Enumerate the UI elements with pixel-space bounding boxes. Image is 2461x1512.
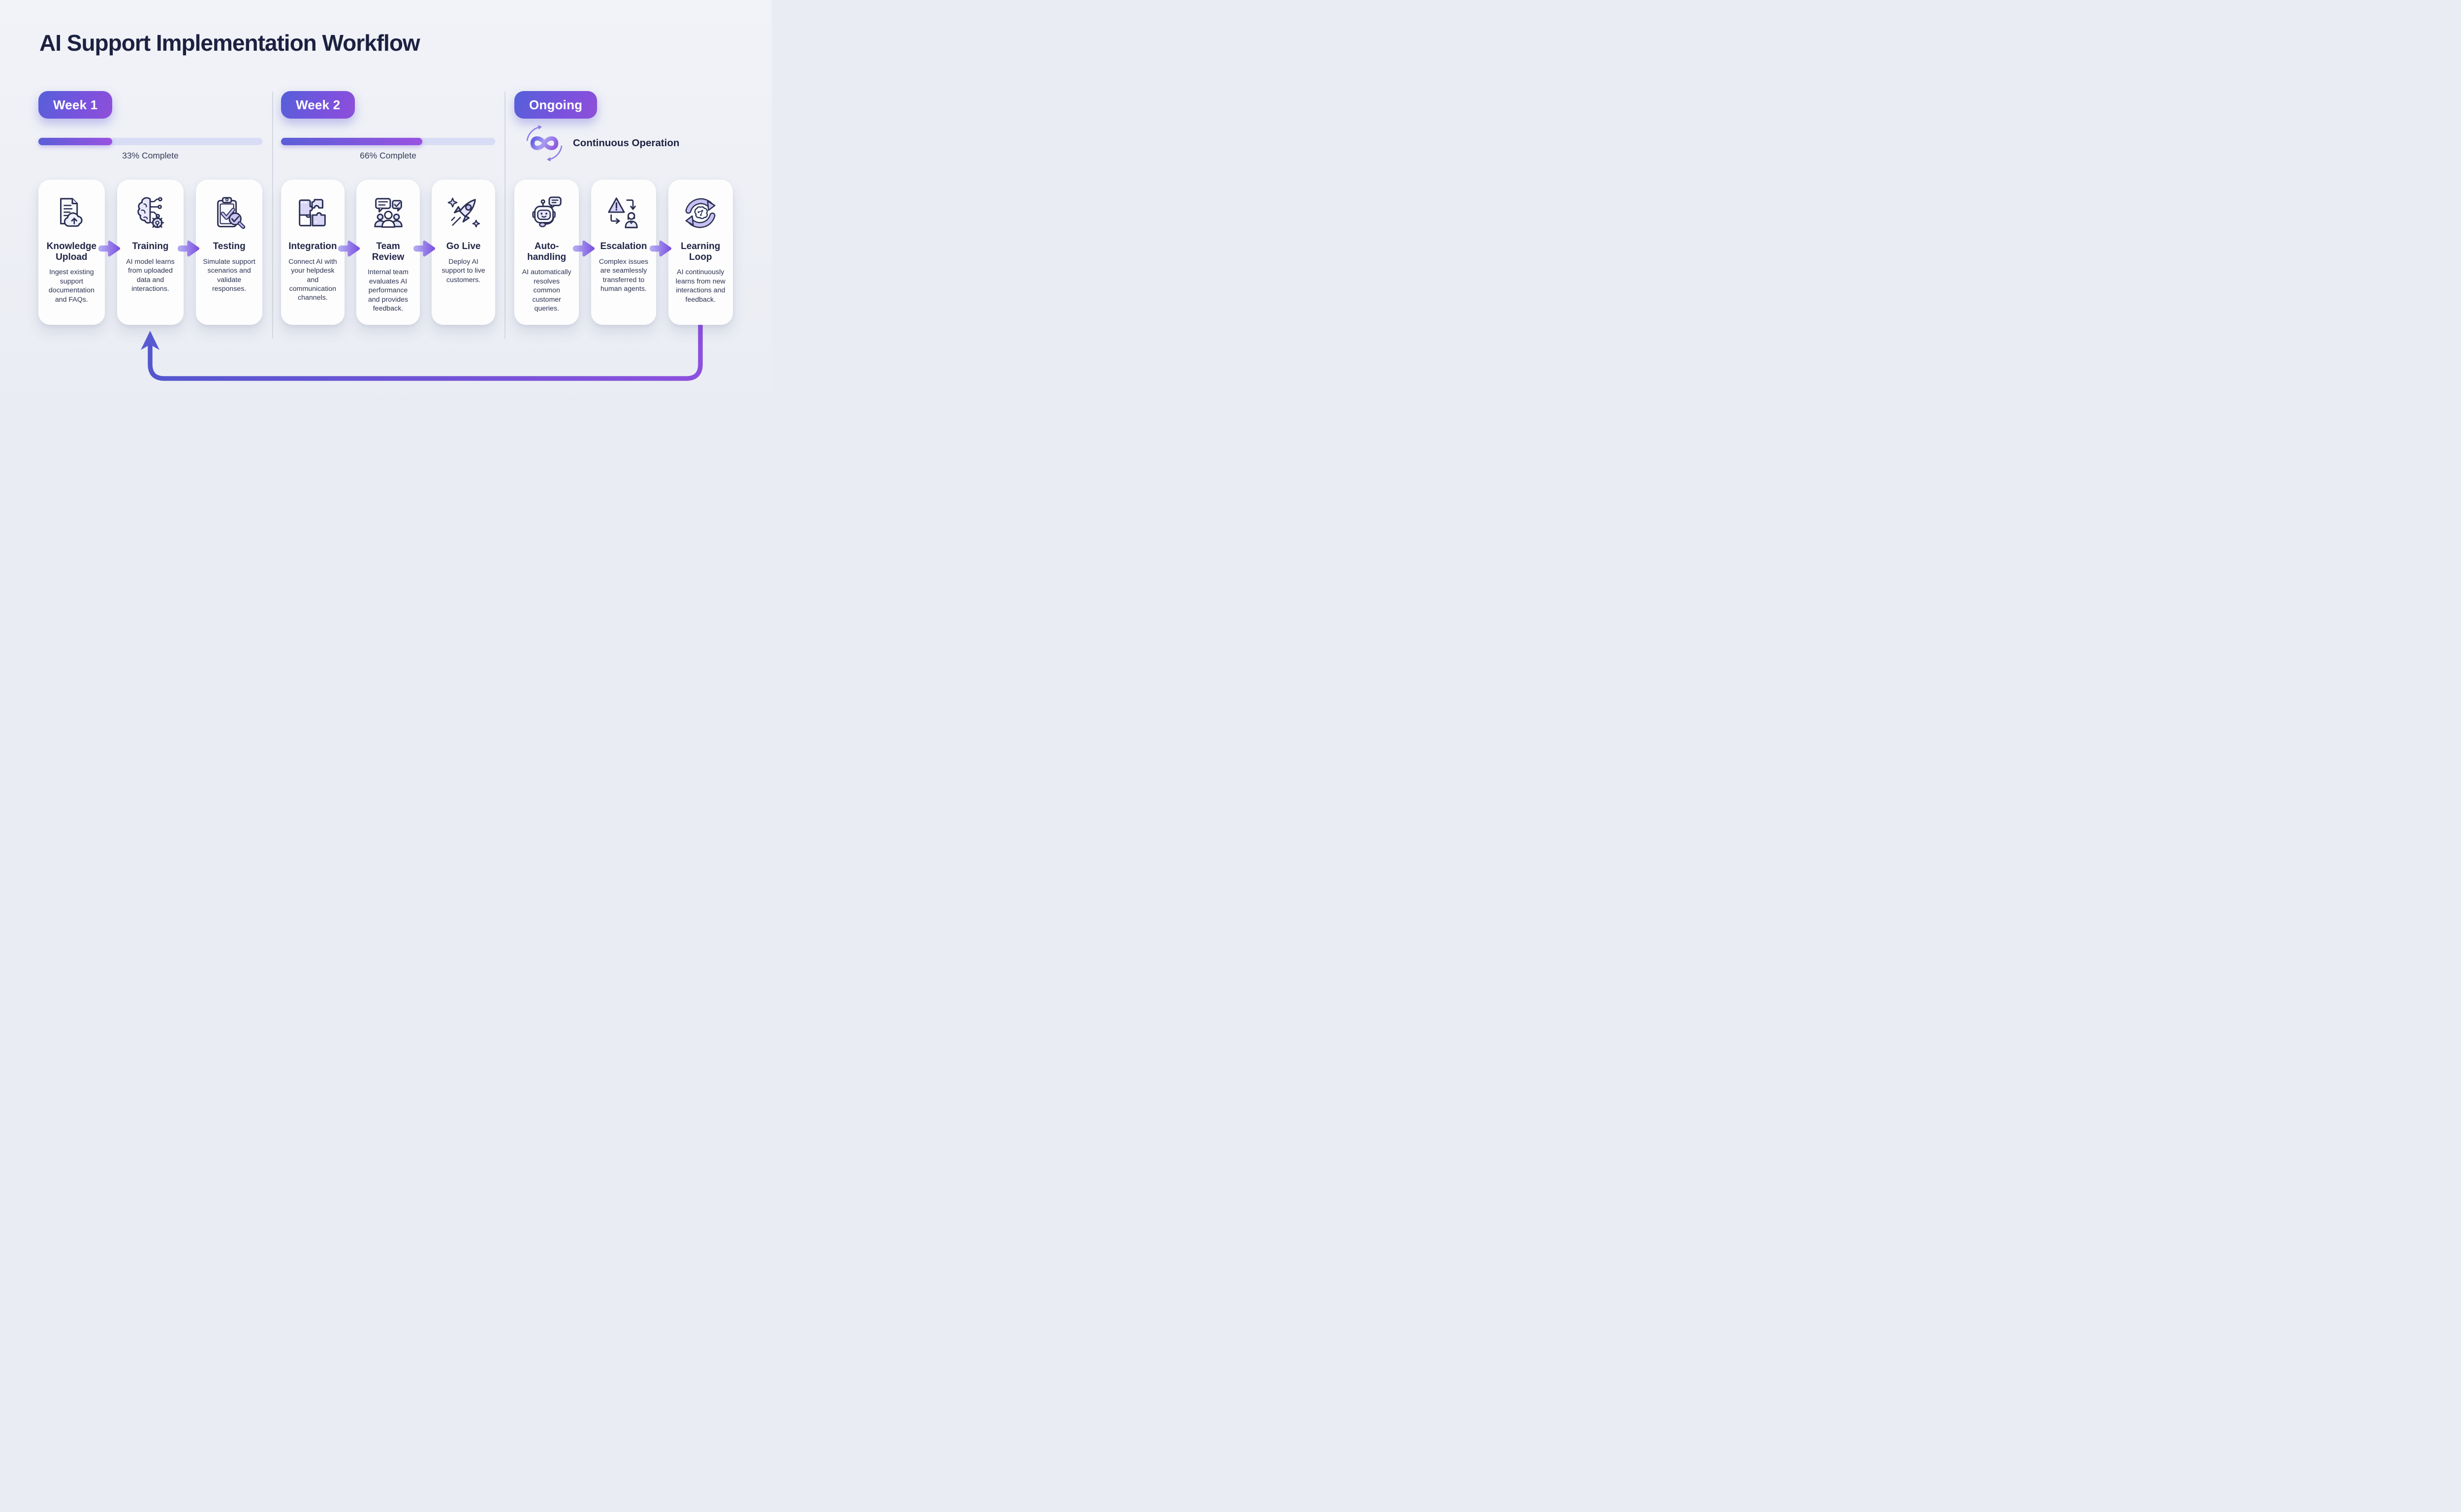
step-title: Learning Loop [681,241,721,262]
flow-arrow-icon [573,240,595,257]
flow-arrow-icon [650,240,672,257]
step-title: Training [132,241,169,252]
learning-loop-icon [672,191,729,235]
section-divider [272,92,273,339]
team-review-icon [360,191,416,235]
phase-ongoing: Ongoing Continuous Operation [514,91,733,327]
step-title: Auto-handling [527,241,567,262]
feedback-loop-connector [141,324,703,381]
step-description: Internal team evaluates AI performance a… [368,268,409,313]
step-description: AI automatically resolves common custome… [522,268,571,313]
document-upload-icon [42,191,101,235]
step-description: Connect AI with your helpdesk and commun… [288,257,337,302]
step-card-training: Training AI model learns from uploaded d… [117,180,184,325]
step-card-auto-handling: Auto-handling AI automatically resolves … [514,180,579,325]
steps-row: Knowledge Upload Ingest existing support… [38,180,262,325]
infographic-canvas: AI Support Implementation Workflow Week … [0,0,772,431]
robot-chat-icon [518,191,575,235]
step-description: Simulate support scenarios and validate … [203,257,255,293]
progress-fill [281,138,423,145]
progress-label: 33% Complete [122,151,179,160]
flow-arrow-icon [413,240,436,257]
steps-row: Integration Connect AI with your helpdes… [281,180,495,325]
progress-label: 66% Complete [360,151,416,160]
step-description: Ingest existing support documentation an… [48,268,95,304]
step-card-learning-loop: Learning Loop AI continuously learns fro… [668,180,733,325]
steps-row: Auto-handling AI automatically resolves … [514,180,733,325]
phase-week2: Week 2 66% Complete Integration [281,91,495,327]
phase-week1: Week 1 33% Complete Knowledge Upload Ing… [38,91,262,327]
step-card-team-review: Team Review Internal team evaluates AI p… [356,180,420,325]
step-card-integration: Integration Connect AI with your helpdes… [281,180,345,325]
step-description: Complex issues are seamlessly transferre… [599,257,649,293]
step-description: Deploy AI support to live customers. [442,257,485,284]
brain-circuit-icon [121,191,180,235]
step-card-testing: Testing Simulate support scenarios and v… [196,180,262,325]
step-title: Knowledge Upload [46,241,96,262]
clipboard-check-icon [200,191,258,235]
step-title: Go Live [446,241,481,252]
step-title: Integration [288,241,337,252]
loop-arrowhead-icon [141,331,159,350]
step-title: Team Review [372,241,405,262]
puzzle-icon [285,191,341,235]
step-card-knowledge-upload: Knowledge Upload Ingest existing support… [38,180,105,325]
step-description: AI model learns from uploaded data and i… [126,257,175,293]
progress-fill [38,138,113,145]
flow-arrow-icon [338,240,360,257]
step-card-escalation: Escalation Complex issues are seamlessly… [591,180,656,325]
step-title: Escalation [600,241,647,252]
continuous-operation-label: Continuous Operation [573,137,680,149]
phase-badge: Week 2 [281,91,355,119]
infinity-loop-icon [526,125,563,161]
phase-badge: Week 1 [38,91,113,119]
page-title: AI Support Implementation Workflow [39,30,420,56]
step-description: AI continuously learns from new interact… [675,268,726,304]
progress-bar [38,138,262,145]
phase-badge: Ongoing [514,91,598,119]
flow-arrow-icon [98,240,121,257]
rocket-icon [436,191,491,235]
flow-arrow-icon [178,240,200,257]
continuous-operation-header: Continuous Operation [521,122,679,165]
step-title: Testing [213,241,246,252]
progress-bar [281,138,495,145]
escalation-icon [595,191,652,235]
step-card-go-live: Go Live Deploy AI support to live custom… [432,180,495,325]
